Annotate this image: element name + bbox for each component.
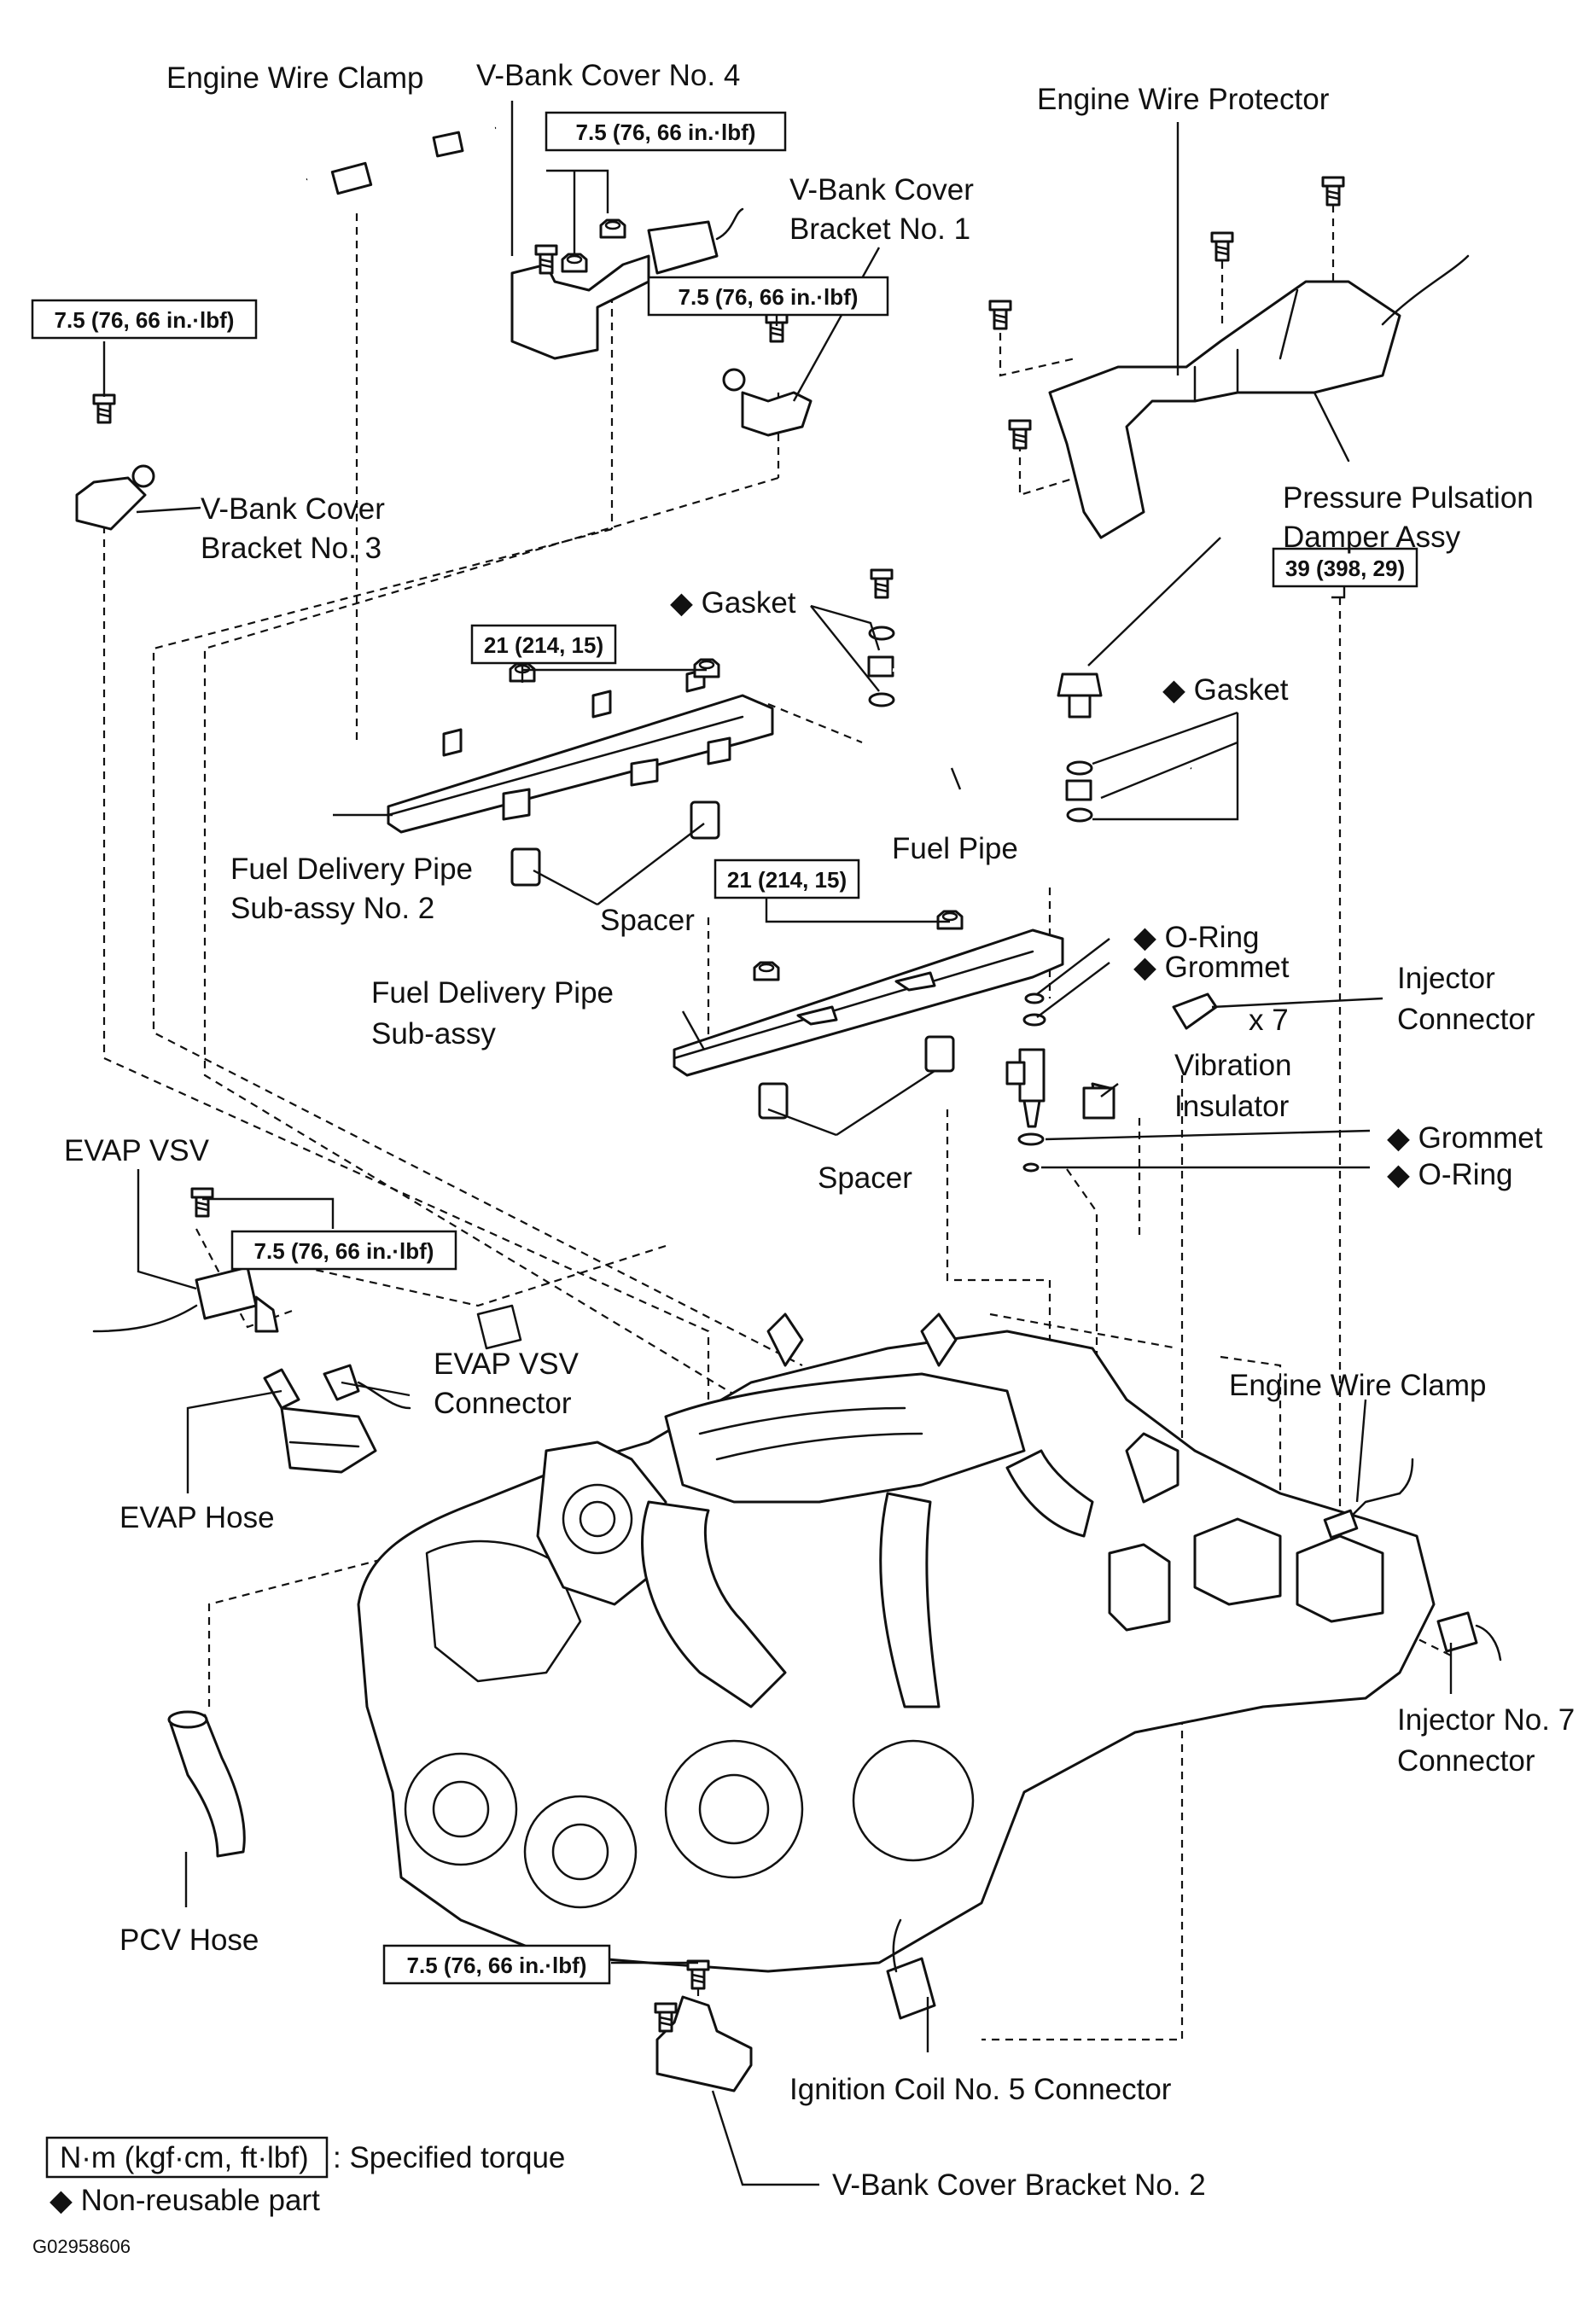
label-gasket-right: ◆ Gasket bbox=[1162, 673, 1289, 707]
label-fuel-delivery-pipe-no2: Fuel Delivery Pipe Sub-assy No. 2 bbox=[230, 853, 481, 925]
svg-text:7.5 (76, 66 in.·lbf): 7.5 (76, 66 in.·lbf) bbox=[254, 1238, 434, 1264]
label-injector-connector: Injector Connector bbox=[1397, 962, 1535, 1036]
svg-text:39 (398, 29): 39 (398, 29) bbox=[1285, 556, 1405, 581]
svg-text:7.5 (76, 66 in.·lbf): 7.5 (76, 66 in.·lbf) bbox=[55, 307, 235, 333]
legend: N·m (kgf·cm, ft·lbf) : Specified torque … bbox=[45, 2136, 565, 2217]
svg-text:21 (214, 15): 21 (214, 15) bbox=[484, 632, 603, 658]
torque-spec-vbank-no4: 7.5 (76, 66 in.·lbf) bbox=[545, 111, 787, 152]
label-engine-wire-clamp-right: Engine Wire Clamp bbox=[1229, 1369, 1487, 1402]
label-engine-wire-clamp-top: Engine Wire Clamp bbox=[166, 61, 424, 95]
vbank-cover-bracket-no1 bbox=[722, 312, 813, 437]
figure-id: G02958606 bbox=[32, 2236, 131, 2257]
label-spacer-lower: Spacer bbox=[818, 1161, 912, 1195]
label-ignition-coil-no5-connector: Ignition Coil No. 5 Connector bbox=[789, 2073, 1172, 2106]
svg-text:7.5 (76, 66 in.·lbf): 7.5 (76, 66 in.·lbf) bbox=[576, 119, 756, 145]
label-pressure-pulsation-damper: Pressure Pulsation Damper Assy bbox=[1283, 481, 1542, 554]
legend-torque-unit: N·m (kgf·cm, ft·lbf) bbox=[60, 2141, 309, 2174]
label-x7: x 7 bbox=[1249, 1004, 1289, 1037]
fuel-delivery-pipe-no2 bbox=[387, 658, 774, 887]
fuel-delivery-pipe bbox=[673, 910, 1064, 1120]
engine-assembly bbox=[357, 1304, 1436, 1973]
label-gasket-upper: ◆ Gasket bbox=[670, 586, 796, 620]
label-evap-hose: EVAP Hose bbox=[119, 1501, 275, 1534]
ignition-coil-no5-connector bbox=[886, 1918, 936, 2020]
vbank-cover-bracket-no3 bbox=[75, 393, 155, 531]
label-vbank-cover-no4: V-Bank Cover No. 4 bbox=[476, 59, 740, 92]
svg-text:21 (214, 15): 21 (214, 15) bbox=[727, 867, 847, 893]
leader-lines bbox=[102, 101, 1453, 2186]
label-vbank-cover-bracket-no3: V-Bank Cover Bracket No. 3 bbox=[201, 492, 393, 565]
torque-spec-vbank-no2: 7.5 (76, 66 in.·lbf) bbox=[382, 1944, 611, 1985]
injector bbox=[1005, 992, 1218, 1173]
injector-no7-connector bbox=[1436, 1611, 1502, 1662]
label-fuel-pipe: Fuel Pipe bbox=[892, 832, 1018, 865]
label-pcv-hose: PCV Hose bbox=[119, 1924, 259, 1957]
label-evap-vsv: EVAP VSV bbox=[64, 1134, 210, 1167]
torque-spec-vbank-no3: 7.5 (76, 66 in.·lbf) bbox=[31, 299, 258, 340]
label-grommet-upper: ◆ Grommet bbox=[1133, 951, 1290, 984]
svg-text:7.5 (76, 66 in.·lbf): 7.5 (76, 66 in.·lbf) bbox=[407, 1953, 587, 1978]
evap-vsv bbox=[92, 1187, 411, 1474]
label-vbank-cover-bracket-no2: V-Bank Cover Bracket No. 2 bbox=[832, 2168, 1206, 2202]
label-injector-no7-connector: Injector No. 7 Connector bbox=[1397, 1703, 1583, 1778]
vbank-cover-bracket-no2 bbox=[654, 1959, 753, 2092]
label-vibration-insulator: Vibration Insulator bbox=[1174, 1049, 1300, 1123]
pcv-hose bbox=[167, 1710, 246, 1858]
legend-torque-desc: : Specified torque bbox=[333, 2141, 565, 2174]
label-engine-wire-protector: Engine Wire Protector bbox=[1037, 83, 1330, 116]
pressure-pulsation-damper bbox=[1057, 672, 1103, 719]
torque-spec-pipe-no2: 21 (214, 15) bbox=[470, 624, 617, 665]
label-evap-vsv-connector: EVAP VSV Connector bbox=[434, 1347, 587, 1420]
fuel-pipe bbox=[867, 568, 1192, 823]
engine-wire-clamp-right bbox=[1323, 1458, 1414, 1539]
svg-text:7.5 (76, 66 in.·lbf): 7.5 (76, 66 in.·lbf) bbox=[679, 284, 859, 310]
torque-spec-vbank-no1: 7.5 (76, 66 in.·lbf) bbox=[647, 276, 889, 317]
label-vbank-cover-bracket-no1: V-Bank Cover Bracket No. 1 bbox=[789, 173, 982, 246]
label-o-ring-lower: ◆ O-Ring bbox=[1387, 1158, 1513, 1191]
label-grommet-lower: ◆ Grommet bbox=[1387, 1121, 1543, 1155]
label-o-ring-upper: ◆ O-Ring bbox=[1133, 921, 1260, 954]
engine-wire-clamp-top bbox=[306, 125, 497, 195]
label-fuel-delivery-pipe: Fuel Delivery Pipe Sub-assy bbox=[371, 976, 622, 1051]
torque-spec-damper: 39 (398, 29) bbox=[1272, 547, 1418, 588]
label-spacer-upper: Spacer bbox=[600, 904, 695, 937]
engine-wire-protector bbox=[988, 176, 1470, 539]
torque-spec-pipe: 21 (214, 15) bbox=[714, 858, 860, 899]
legend-non-reusable: ◆ Non-reusable part bbox=[50, 2184, 320, 2217]
torque-spec-evap-vsv: 7.5 (76, 66 in.·lbf) bbox=[230, 1230, 457, 1271]
